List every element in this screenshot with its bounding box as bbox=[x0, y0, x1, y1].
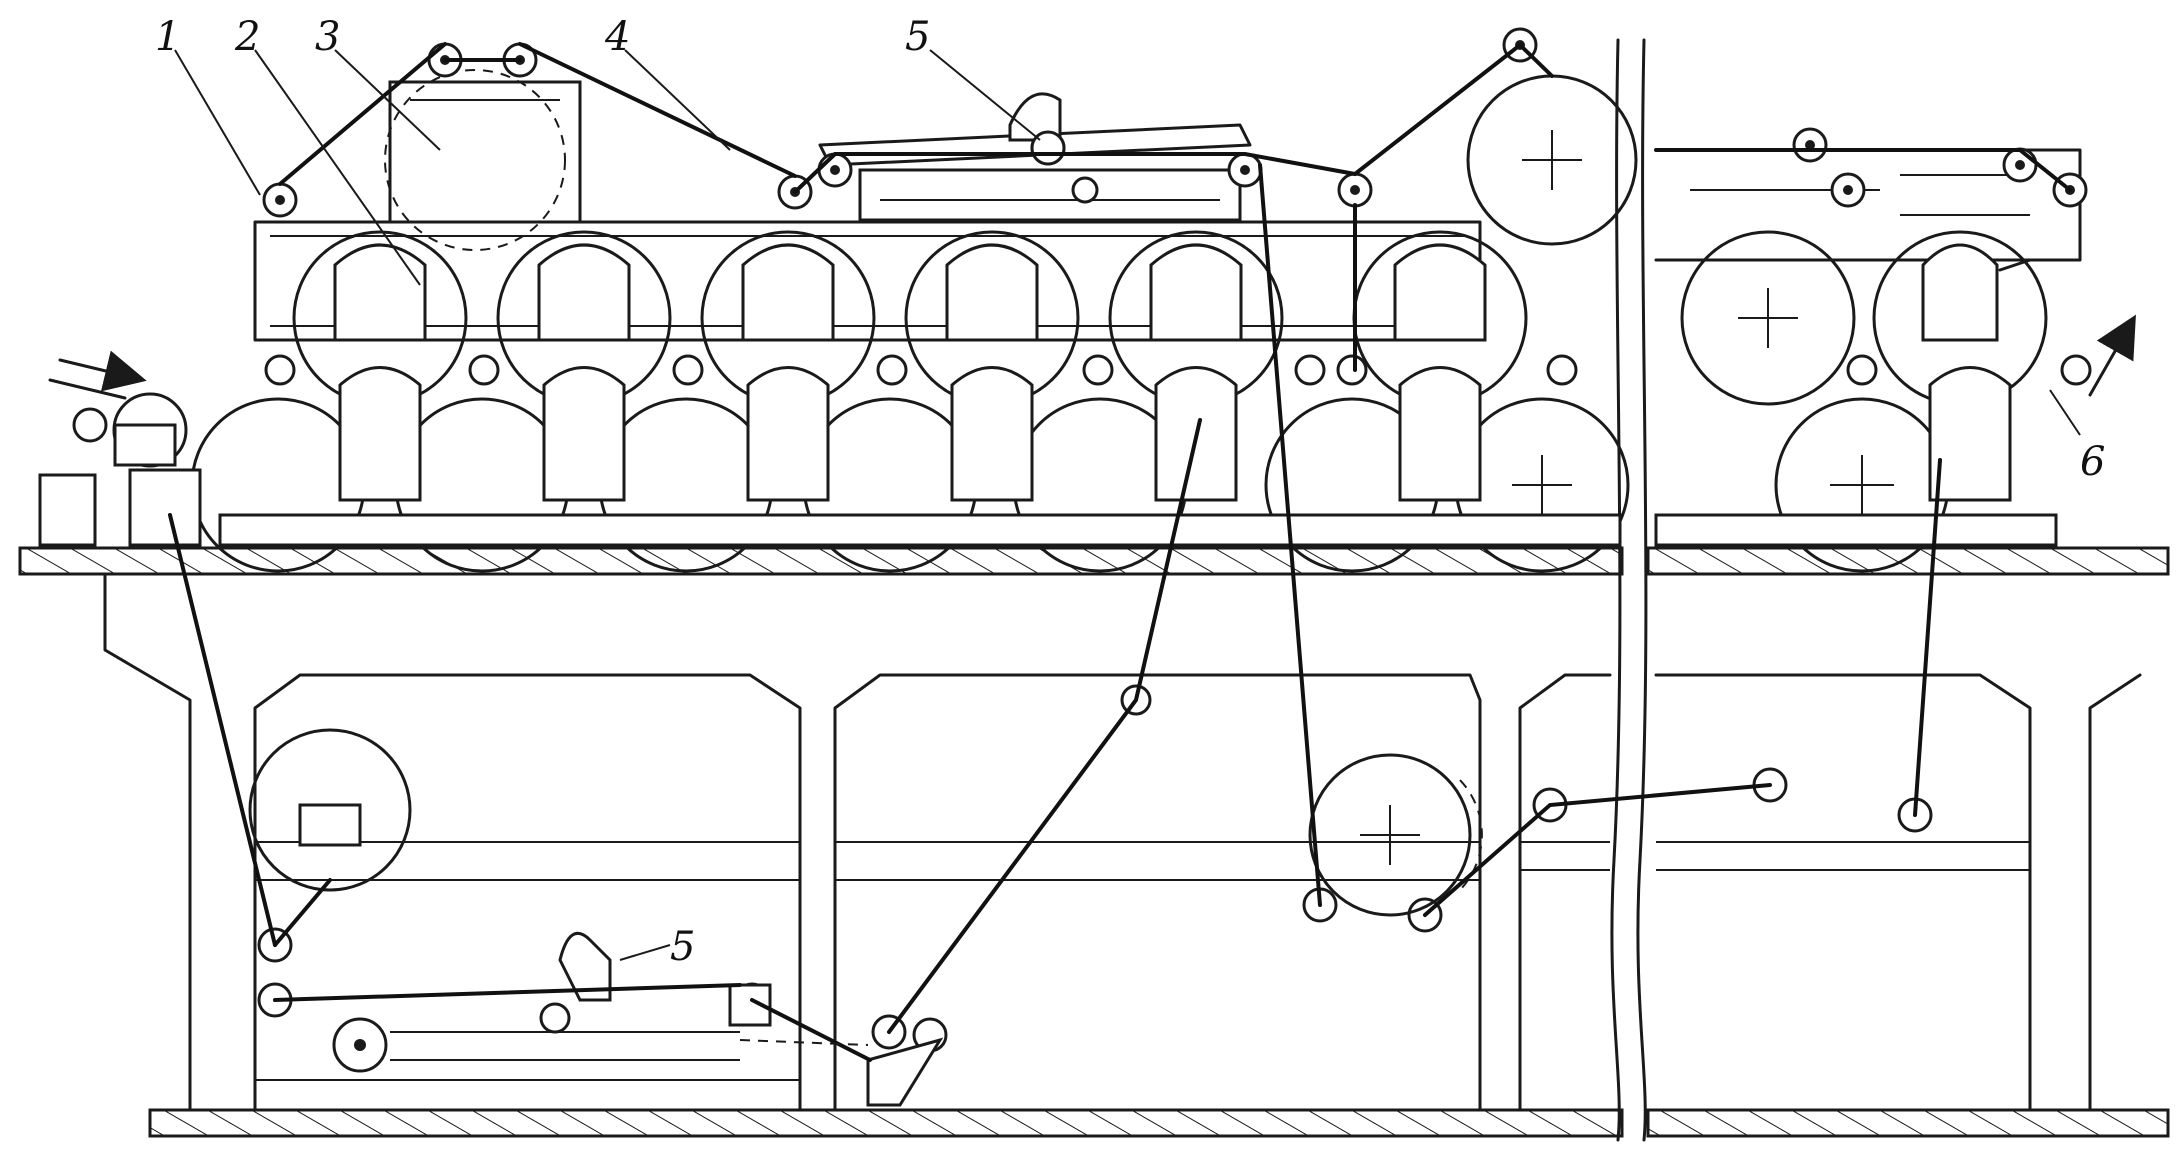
label-2: 2 bbox=[234, 14, 260, 60]
guide-roll bbox=[1830, 172, 1866, 208]
guide-roll bbox=[817, 152, 853, 188]
guide-roll bbox=[1337, 172, 1373, 208]
guide-roll bbox=[672, 354, 704, 386]
guide-roll bbox=[539, 1002, 571, 1034]
guide-roll bbox=[468, 354, 500, 386]
guide-roll bbox=[876, 354, 908, 386]
guide-roll bbox=[1546, 354, 1578, 386]
feed-stand bbox=[38, 423, 202, 547]
basement-structure bbox=[103, 572, 2142, 1112]
hood-housing bbox=[388, 80, 582, 224]
lower-floor-slab bbox=[148, 1108, 2170, 1138]
guide-roll bbox=[1336, 354, 1368, 386]
label-3: 3 bbox=[315, 14, 340, 60]
guide-roll bbox=[1294, 354, 1326, 386]
guide-roll bbox=[1792, 127, 1828, 163]
dashed-guide bbox=[739, 1039, 869, 1046]
top-bearing-housings bbox=[333, 243, 1999, 342]
dashed-hood-circle bbox=[384, 69, 566, 251]
exit-press-frame bbox=[1998, 258, 2032, 272]
guide-roll bbox=[1846, 354, 1878, 386]
label-6: 6 bbox=[2080, 439, 2105, 485]
guide-roll bbox=[1071, 176, 1099, 204]
upper-frame-beam bbox=[253, 220, 1482, 342]
felt-stretcher-mechanism-lower bbox=[390, 931, 944, 1107]
guide-roll bbox=[72, 407, 108, 443]
arrow-right-icon bbox=[48, 350, 147, 400]
guide-roll bbox=[1227, 152, 1263, 188]
bottom-bearing-pedestals bbox=[218, 366, 2058, 547]
guide-roll bbox=[264, 354, 296, 386]
felt-paths bbox=[168, 42, 2072, 1062]
label-5-top: 5 bbox=[905, 14, 930, 60]
guide-roll bbox=[332, 1017, 388, 1073]
label-1: 1 bbox=[155, 14, 180, 60]
guide-roll bbox=[1082, 354, 1114, 386]
label-4: 4 bbox=[604, 14, 630, 60]
arrow-up-right-icon bbox=[2088, 314, 2136, 397]
basement-felt-dryers bbox=[248, 728, 1483, 917]
guide-roll bbox=[2060, 354, 2092, 386]
leader-lines bbox=[174, 49, 2081, 961]
guide-roll bbox=[262, 182, 298, 218]
guide-roll bbox=[2002, 147, 2038, 183]
label-5-bottom: 5 bbox=[670, 924, 695, 970]
section-break-lines bbox=[1610, 38, 1648, 1142]
felt-stretcher-beam bbox=[818, 123, 1252, 222]
